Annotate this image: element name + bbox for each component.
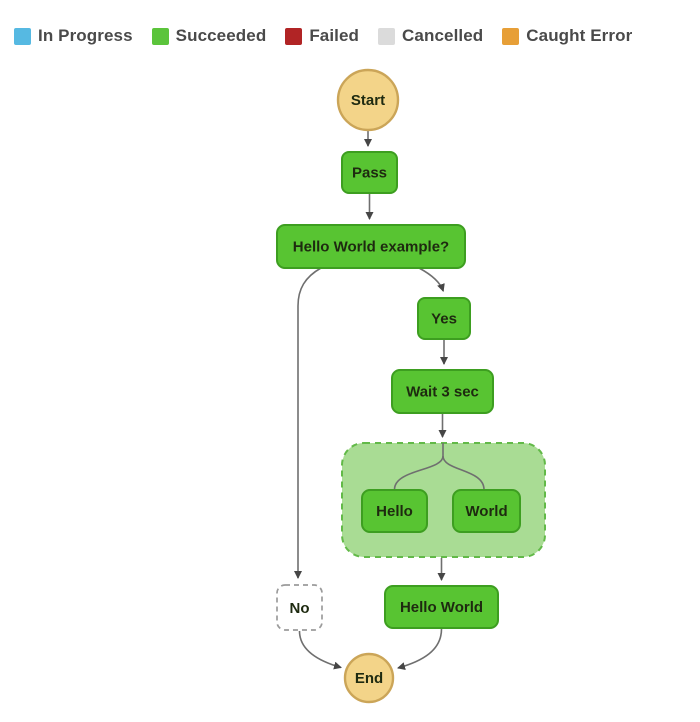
node-wait-3-sec[interactable]: Wait 3 sec — [391, 369, 494, 414]
end-label: End — [355, 670, 383, 687]
wait-box[interactable] — [391, 369, 494, 414]
legend-item-cancelled: Cancelled — [378, 26, 483, 46]
caught-error-swatch-icon — [502, 27, 520, 45]
start-label: Start — [351, 92, 385, 109]
node-pass[interactable]: Pass — [341, 151, 398, 194]
choice-box[interactable] — [276, 224, 466, 269]
no-label: No — [290, 600, 310, 617]
edge-choice-to-yes — [418, 267, 445, 292]
wait-label: Wait 3 sec — [406, 384, 479, 401]
legend-label: Caught Error — [526, 26, 633, 45]
legend-label: In Progress — [38, 26, 133, 45]
edge-no-to-end — [298, 630, 342, 670]
legend-item-caught-error: Caught Error — [502, 26, 632, 46]
edge-helloworld-to-end — [397, 628, 443, 670]
node-choice-hello-world-example[interactable]: Hello World example? — [276, 224, 466, 269]
start-circle[interactable] — [336, 68, 400, 132]
node-hello[interactable]: Hello — [361, 489, 428, 533]
hello-label: Hello — [376, 503, 413, 520]
in-progress-swatch-icon — [14, 27, 31, 45]
legend-item-in-progress: In Progress — [14, 26, 133, 46]
legend-label: Succeeded — [175, 26, 267, 45]
legend-label: Failed — [309, 26, 360, 45]
node-world[interactable]: World — [452, 489, 521, 533]
hello-box[interactable] — [361, 489, 428, 533]
node-yes[interactable]: Yes — [417, 297, 471, 340]
legend-item-failed: Failed — [285, 26, 359, 46]
choice-label: Hello World example? — [293, 239, 449, 256]
edge-branch-to-world — [442, 455, 485, 490]
node-start[interactable]: Start — [336, 68, 400, 132]
edge-choice-to-no — [294, 267, 322, 579]
status-legend: In Progress Succeeded Failed Cancelled C… — [14, 26, 632, 46]
world-box[interactable] — [452, 489, 521, 533]
hello-world-box[interactable] — [384, 585, 499, 629]
yes-label: Yes — [431, 311, 457, 328]
failed-swatch-icon — [285, 27, 303, 45]
node-end[interactable]: End — [343, 652, 395, 704]
legend-item-succeeded: Succeeded — [151, 26, 267, 46]
succeeded-swatch-icon — [151, 27, 169, 45]
node-no[interactable]: No — [276, 584, 323, 631]
yes-box[interactable] — [417, 297, 471, 340]
no-box[interactable] — [276, 584, 323, 631]
end-circle[interactable] — [343, 652, 395, 704]
pass-box[interactable] — [341, 151, 398, 194]
legend-label: Cancelled — [402, 26, 484, 45]
node-hello-world[interactable]: Hello World — [384, 585, 499, 629]
cancelled-swatch-icon — [378, 27, 396, 45]
world-label: World — [465, 503, 507, 520]
hello-world-label: Hello World — [400, 599, 483, 616]
pass-label: Pass — [352, 165, 387, 182]
